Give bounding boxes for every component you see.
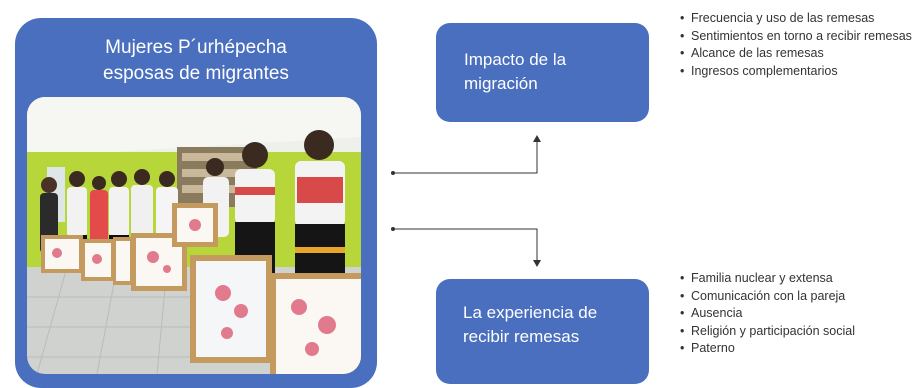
main-title-line1: Mujeres P´urhépecha: [105, 37, 287, 58]
connector-dot-top: [391, 171, 395, 175]
list-item: Ingresos complementarios: [680, 63, 920, 81]
experience-box-line2: recibir remesas: [463, 327, 580, 346]
arrow-down-icon: [533, 260, 541, 267]
impact-box-line1: Impacto de la: [464, 50, 567, 69]
connector-dot-bottom: [391, 227, 395, 231]
group-photo: [27, 97, 361, 374]
experience-box: La experiencia de recibir remesas: [436, 279, 649, 384]
experience-list: Familia nuclear y extensa Comunicación c…: [680, 270, 920, 358]
impact-box: Impacto de la migración: [436, 23, 649, 122]
experience-box-line1: La experiencia de: [463, 303, 598, 322]
list-item: Paterno: [680, 340, 920, 358]
list-item: Familia nuclear y extensa: [680, 270, 920, 288]
arrow-up-icon: [533, 135, 541, 142]
list-item: Comunicación con la pareja: [680, 288, 920, 306]
list-item: Sentimientos en torno a recibir remesas: [680, 28, 920, 46]
list-item: Ausencia: [680, 305, 920, 323]
connector-lines: [391, 135, 541, 267]
impact-box-line2: migración: [464, 74, 538, 93]
list-item: Religión y participación social: [680, 323, 920, 341]
main-title: Mujeres P´urhépecha esposas de migrantes: [15, 35, 377, 87]
impact-list: Frecuencia y uso de las remesas Sentimie…: [680, 10, 920, 80]
list-item: Alcance de las remesas: [680, 45, 920, 63]
main-title-line2: esposas de migrantes: [103, 63, 289, 84]
list-item: Frecuencia y uso de las remesas: [680, 10, 920, 28]
